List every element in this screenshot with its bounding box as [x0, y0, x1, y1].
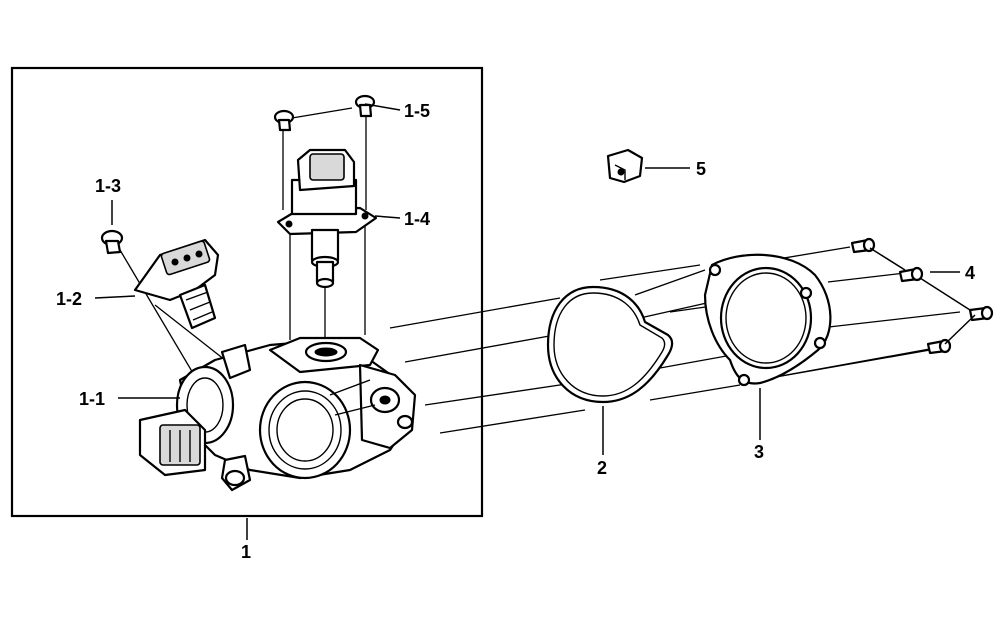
callout-4: 4	[965, 263, 975, 283]
bolts	[850, 237, 994, 355]
callout-1-5: 1-5	[404, 101, 430, 121]
callout-1-3: 1-3	[95, 176, 121, 196]
callout-5: 5	[696, 159, 706, 179]
tps-sensor	[133, 238, 220, 330]
callout-1-2: 1-2	[56, 289, 82, 309]
o-ring	[546, 285, 674, 404]
callout-1-4: 1-4	[404, 209, 430, 229]
bolt	[968, 305, 994, 322]
throttle-body	[138, 336, 417, 492]
bolt	[898, 266, 924, 283]
callout-3: 3	[754, 442, 764, 462]
leader-lines	[94, 103, 976, 540]
callout-1: 1	[241, 542, 251, 562]
explosion-lines	[389, 246, 961, 434]
callout-1-1: 1-1	[79, 389, 105, 409]
bolt	[850, 237, 876, 254]
idle-air-valve	[276, 148, 378, 289]
bolt	[926, 338, 952, 355]
valve-guide-lines	[282, 107, 367, 342]
callout-2: 2	[597, 458, 607, 478]
sensor-screw	[100, 229, 124, 255]
gasket	[703, 253, 832, 387]
assembly-frame	[10, 66, 484, 518]
nut-clip	[606, 148, 644, 184]
sensor-guide-lines	[119, 249, 226, 386]
